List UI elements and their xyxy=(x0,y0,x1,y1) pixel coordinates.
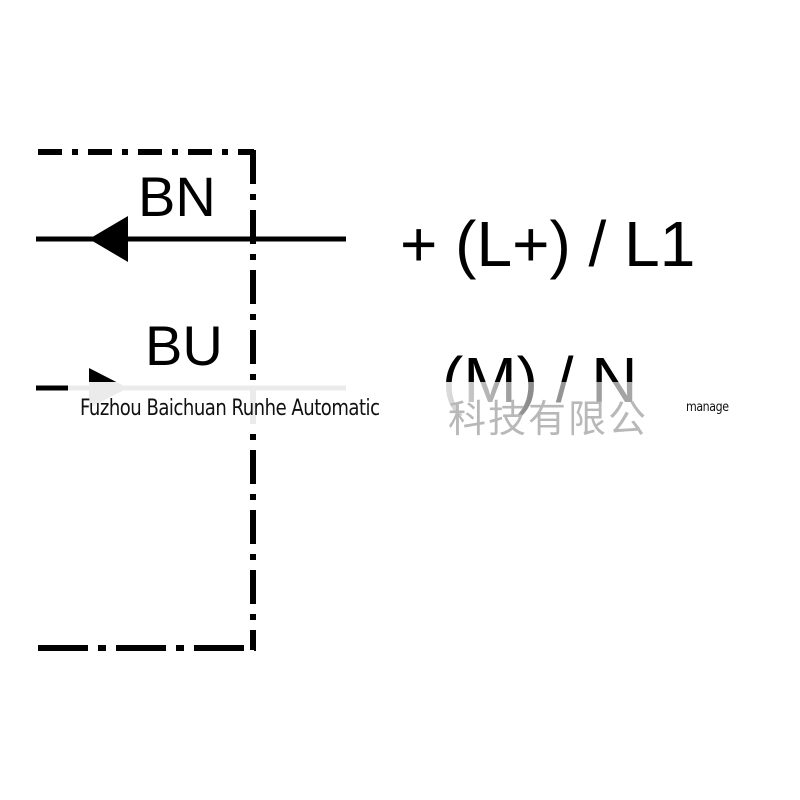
watermark-tag-text: manage xyxy=(686,400,729,415)
watermark-band xyxy=(68,382,728,434)
label-terminal-top: + (L+) / L1 xyxy=(400,208,695,280)
label-bn: BN xyxy=(138,165,216,228)
watermark-cjk-text: 科技有限公 xyxy=(448,397,649,441)
label-bu: BU xyxy=(145,314,223,377)
watermark-company-text: Fuzhou Baichuan Runhe Automatic xyxy=(80,396,380,421)
wire-bn-arrow xyxy=(89,216,128,262)
